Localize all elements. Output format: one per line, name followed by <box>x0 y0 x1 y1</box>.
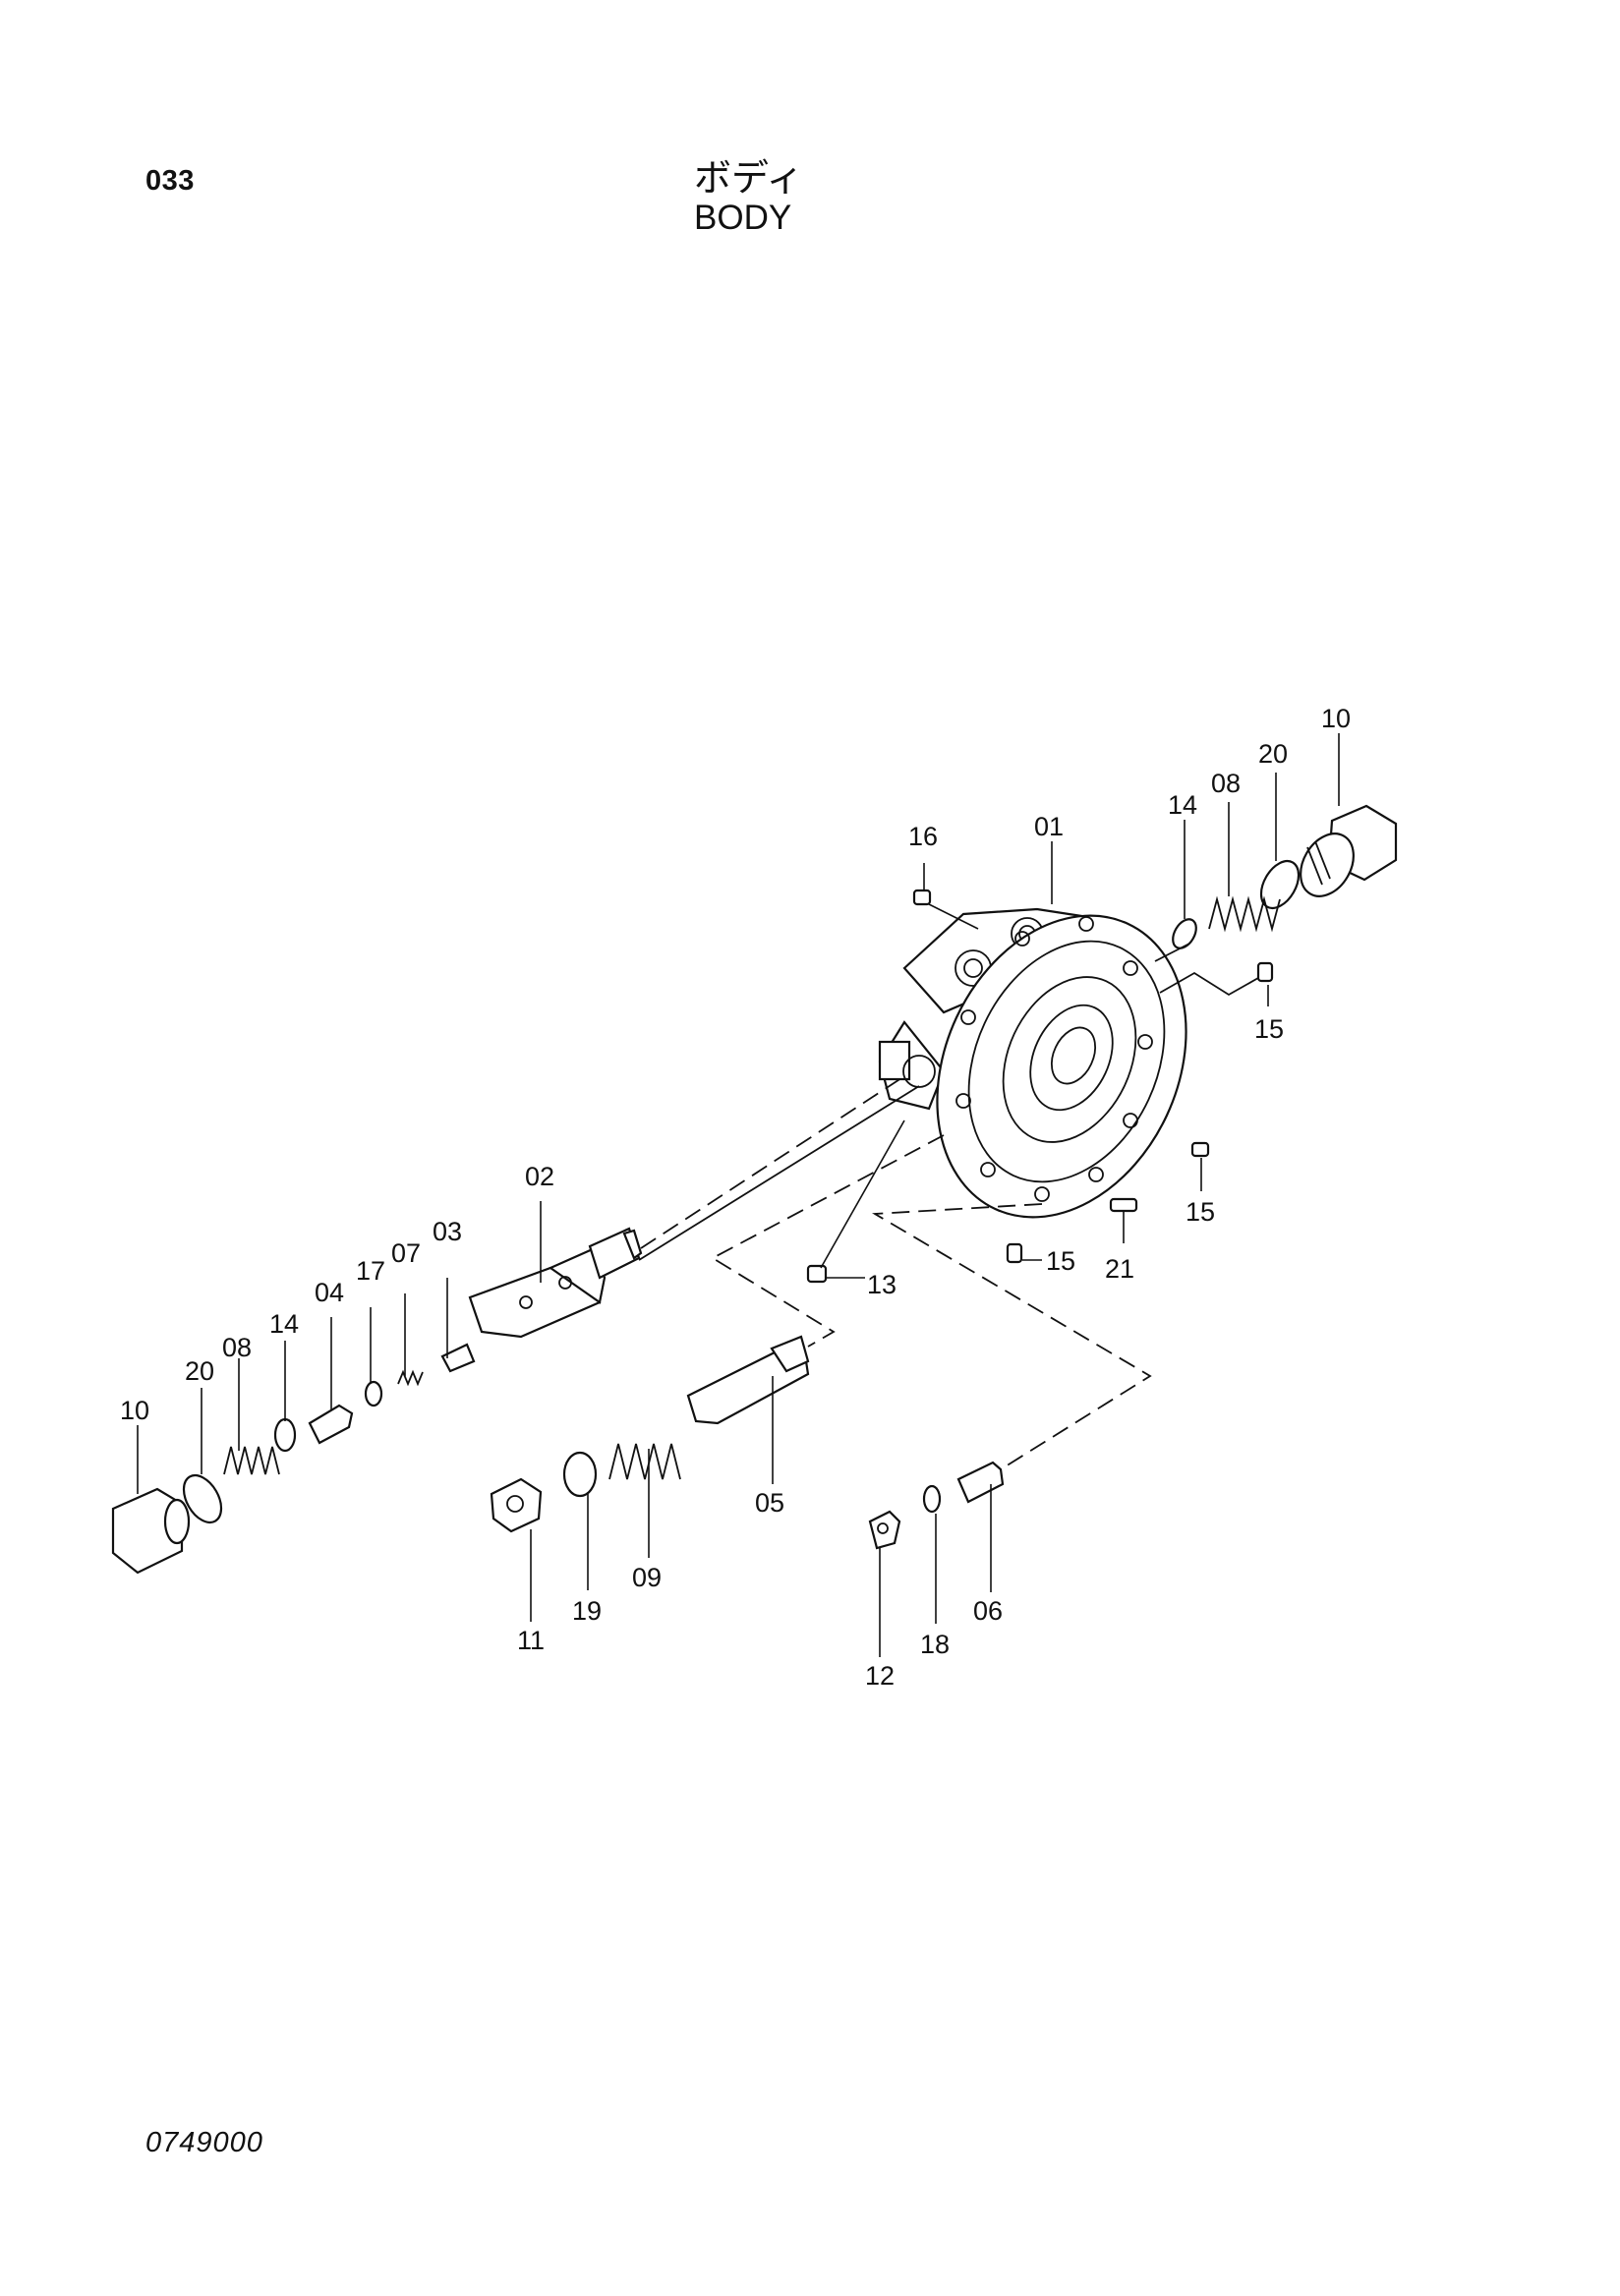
assembly-line-pin-15-upper <box>1159 971 1259 997</box>
callout-09: 09 <box>632 1563 662 1592</box>
leader-16b <box>928 903 979 930</box>
assembly-line-pin-06 <box>871 1203 1152 1470</box>
leader-13b <box>820 1119 905 1269</box>
callout-14-left: 14 <box>269 1309 299 1339</box>
assembly-line-valve-solid <box>638 1085 920 1261</box>
callout-06: 06 <box>973 1596 1003 1626</box>
assembly-line-valve <box>640 1075 905 1249</box>
poppet-03-part <box>440 1343 476 1373</box>
spring-08-left-part <box>223 1446 280 1475</box>
spool-05-part <box>686 1335 810 1425</box>
callout-10-right: 10 <box>1321 704 1351 733</box>
callout-12: 12 <box>865 1661 895 1691</box>
spring-08-right-part <box>1208 895 1281 933</box>
pin-15-right-part <box>1190 1141 1210 1158</box>
spring-09-part <box>608 1443 681 1480</box>
callout-17: 17 <box>356 1256 385 1286</box>
title-japanese: ボディ <box>694 156 804 200</box>
title-english: BODY <box>694 199 792 237</box>
pin-16-part <box>912 889 932 906</box>
drawing-code: 0749000 <box>145 2127 263 2158</box>
callout-16: 16 <box>908 822 938 851</box>
plug-10-right-part <box>1300 804 1398 897</box>
seat-04-part <box>308 1404 354 1445</box>
callout-14-right: 14 <box>1168 790 1197 820</box>
callout-02: 02 <box>525 1162 554 1191</box>
callout-13: 13 <box>867 1270 897 1299</box>
page-number: 033 <box>145 165 195 197</box>
callout-15-right: 15 <box>1186 1197 1215 1227</box>
callout-08-left: 08 <box>222 1333 252 1362</box>
callout-21: 21 <box>1105 1254 1134 1284</box>
plug-12-part <box>868 1510 901 1550</box>
callout-01: 01 <box>1034 812 1064 841</box>
pin-06-part <box>956 1461 1005 1504</box>
washer-14-right-part <box>1172 918 1197 949</box>
o-ring-20-left-part <box>182 1474 223 1523</box>
callout-15-upper: 15 <box>1254 1014 1284 1044</box>
assembly-line-plug-10-right <box>1154 943 1190 962</box>
washer-14-left-part <box>273 1417 297 1453</box>
body-housing-part <box>878 907 1187 1219</box>
callout-10-left: 10 <box>120 1396 149 1425</box>
valve-02-part <box>468 1227 643 1339</box>
assembly-line-spool <box>711 1134 945 1348</box>
plug-10-left-part <box>111 1487 191 1575</box>
callout-05: 05 <box>755 1488 784 1518</box>
o-ring-19-part <box>562 1451 598 1498</box>
callout-07: 07 <box>391 1238 421 1268</box>
o-ring-17-part <box>364 1380 383 1407</box>
callout-03: 03 <box>433 1217 462 1246</box>
o-ring-20-right-part <box>1259 860 1301 909</box>
callout-15-bottom: 15 <box>1046 1246 1075 1276</box>
o-ring-18-part <box>922 1484 942 1514</box>
callout-20-right: 20 <box>1258 739 1288 769</box>
pin-15-bottom-part <box>1006 1242 1023 1264</box>
pin-21-part <box>1109 1197 1138 1213</box>
plug-11-part <box>490 1477 543 1533</box>
callout-04: 04 <box>315 1278 344 1307</box>
spring-07-part <box>397 1369 424 1387</box>
pin-15-upper-right-part <box>1256 961 1274 983</box>
callout-20-left: 20 <box>185 1356 214 1386</box>
plug-13-part <box>806 1264 828 1284</box>
callout-11: 11 <box>517 1626 545 1655</box>
callout-08-right: 08 <box>1211 769 1241 798</box>
callout-18: 18 <box>920 1630 950 1659</box>
callout-19: 19 <box>572 1596 602 1626</box>
